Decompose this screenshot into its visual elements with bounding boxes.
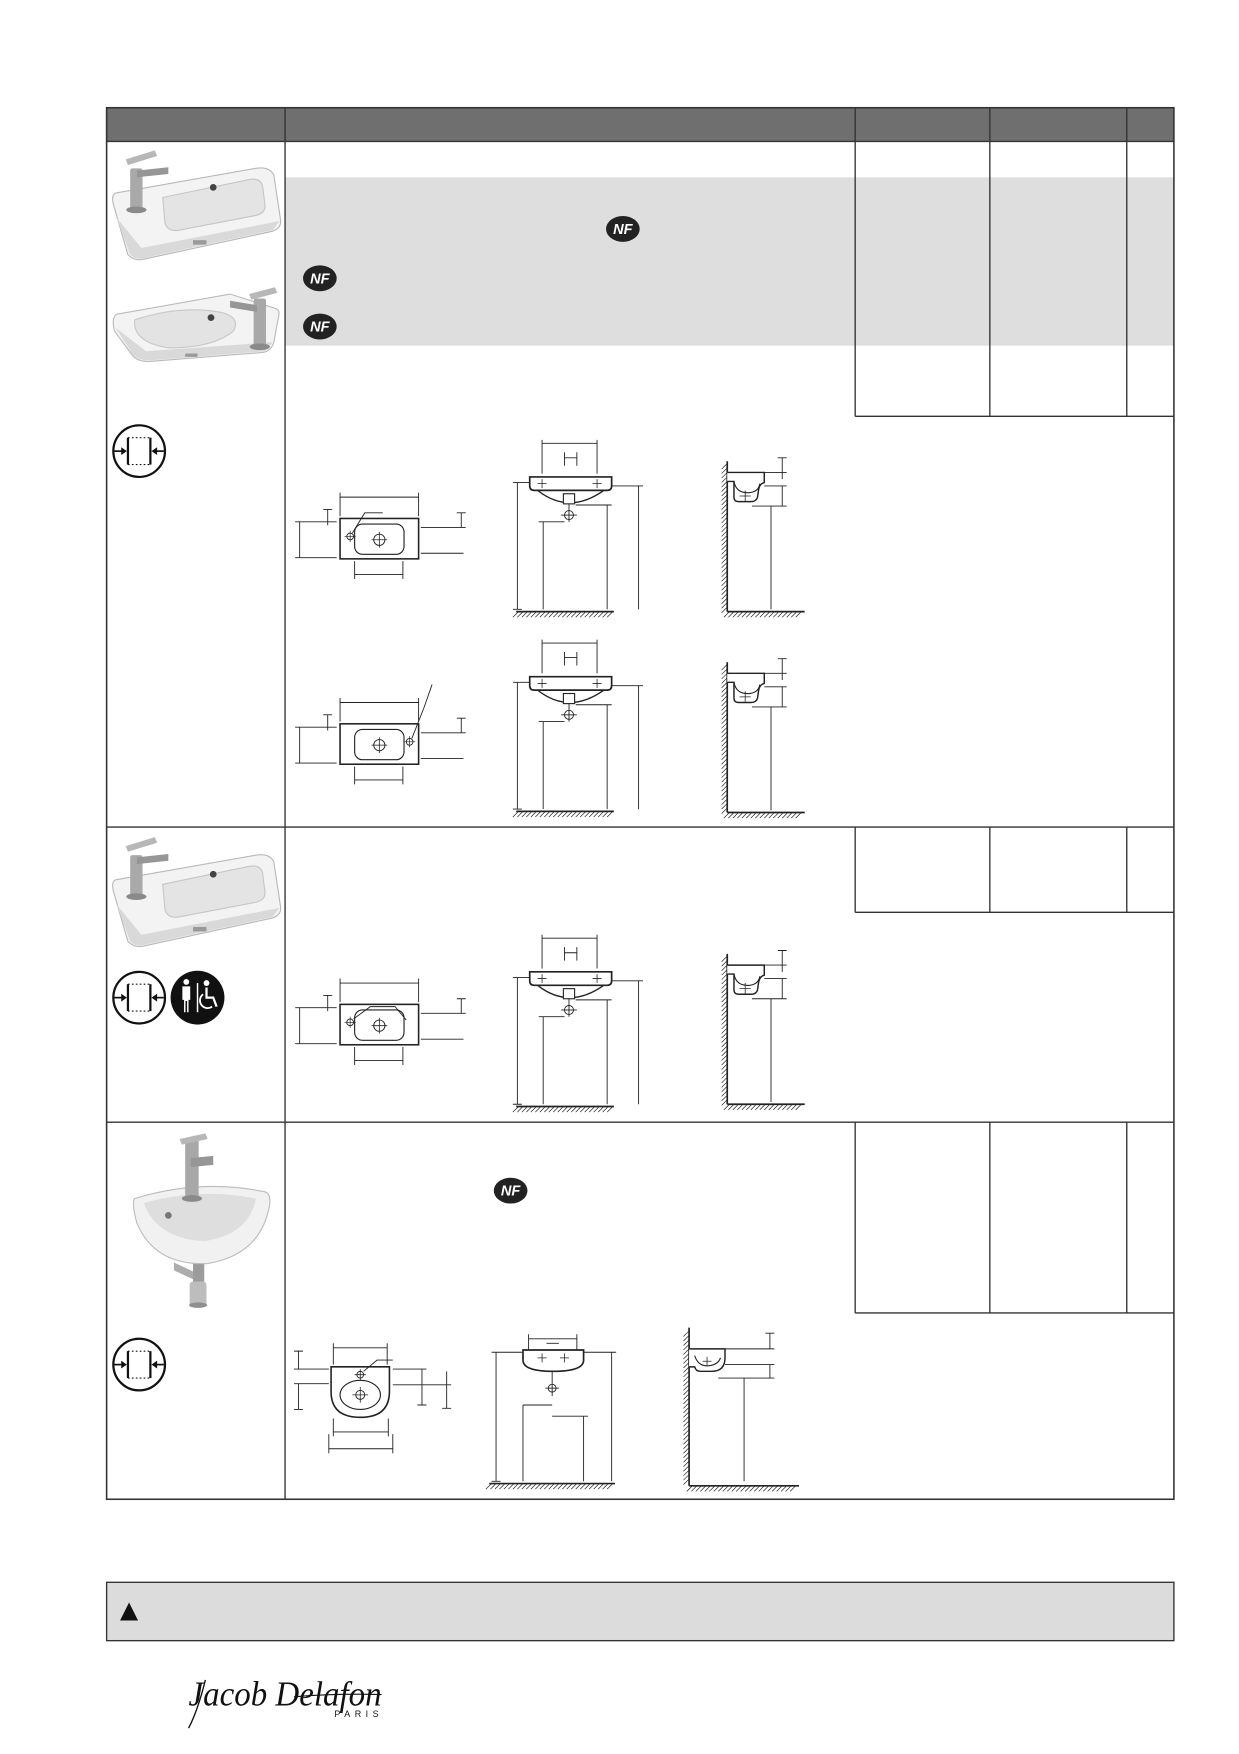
nf-badge: NF xyxy=(493,1177,528,1204)
product-row-2 xyxy=(112,836,806,1113)
tap-hole-marker xyxy=(344,1006,407,1028)
table-frame xyxy=(105,106,1175,1501)
side-view-drawing xyxy=(720,949,806,1111)
warning-triangle-icon xyxy=(120,1602,139,1621)
svg-text:NF: NF xyxy=(310,320,331,336)
product-photo-sink-tap-left xyxy=(112,149,282,261)
nf-options-band xyxy=(285,177,1174,346)
table-header xyxy=(106,107,1174,142)
svg-text:NF: NF xyxy=(501,1184,522,1200)
side-view-drawing xyxy=(720,657,806,819)
compact-size-icon xyxy=(112,970,167,1025)
compact-size-icon xyxy=(112,424,167,479)
svg-text:NF: NF xyxy=(310,271,331,287)
product-row-1: NF NF NF xyxy=(112,149,806,819)
plan-view-drawing xyxy=(294,697,467,786)
product-photo-sink-tap-right xyxy=(112,287,280,363)
front-view-drawing xyxy=(512,439,644,619)
compact-size-icon xyxy=(112,1337,167,1392)
brand-city: PARIS xyxy=(334,1709,383,1719)
nf-badge: NF xyxy=(606,216,640,242)
front-view-drawing xyxy=(512,638,644,818)
warning-note-box xyxy=(105,1581,1175,1642)
front-view-drawing xyxy=(512,933,644,1113)
product-photo-round-basin xyxy=(132,1133,271,1308)
side-view-drawing xyxy=(720,457,806,619)
nf-badge: NF xyxy=(303,265,337,292)
front-view-drawing xyxy=(485,1334,617,1490)
svg-text:NF: NF xyxy=(613,222,634,238)
plan-view-drawing xyxy=(294,1343,452,1454)
product-photo-sink-tap-left xyxy=(112,836,282,948)
plan-view-drawing xyxy=(294,977,467,1066)
nf-badge: NF xyxy=(303,313,337,340)
spec-table xyxy=(105,106,1175,1501)
side-view-drawing xyxy=(683,1327,800,1492)
tap-hole-marker xyxy=(404,684,433,748)
brand-logo: Jacob Delafon PARIS xyxy=(187,1675,383,1729)
plan-view-drawing xyxy=(294,491,467,580)
product-row-3: NF xyxy=(112,1133,800,1492)
accessibility-icon xyxy=(170,970,225,1025)
tap-hole-marker xyxy=(344,512,383,543)
table-rules xyxy=(106,107,1174,1500)
